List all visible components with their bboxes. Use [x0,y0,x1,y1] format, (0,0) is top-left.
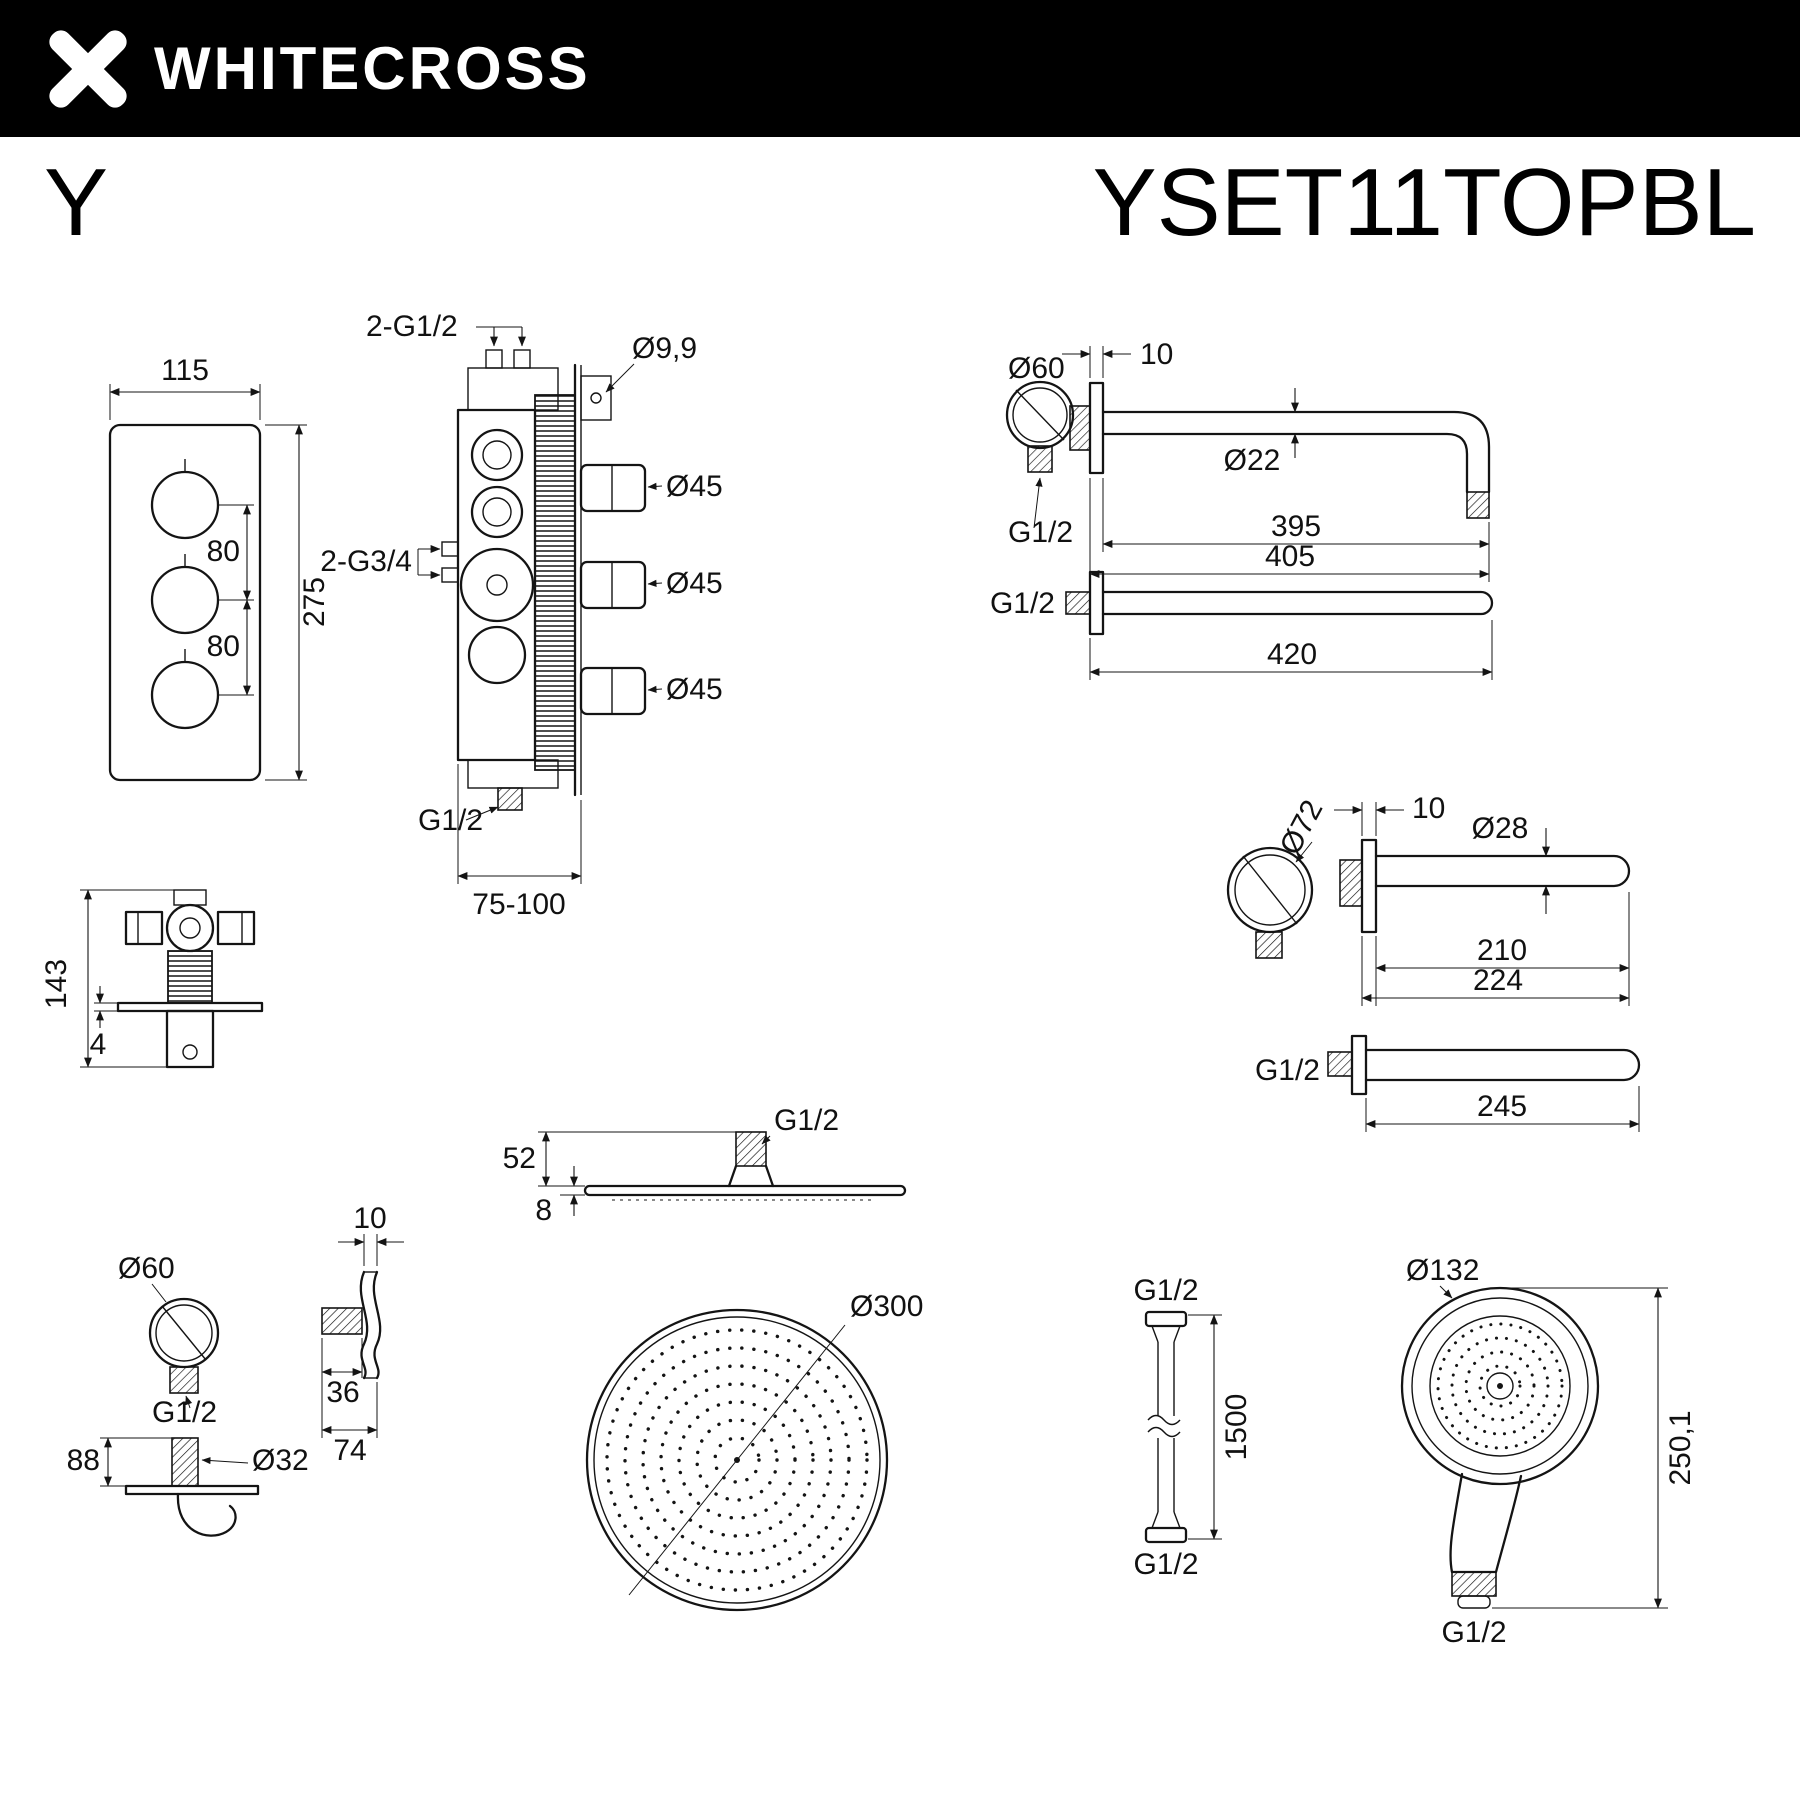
dim-arm-length-inner: 395 [1271,510,1321,543]
mixer-body [108,423,262,782]
drawing-hand-shower: Ø132 250,1 G1/2 [1400,1254,1697,1649]
dim-arm-flange: Ø60 [1008,352,1065,385]
dim-head-plate: 8 [535,1194,552,1227]
spout-245-dimensions: G1/2 245 [1255,1054,1640,1132]
dim-head-diameter: Ø300 [850,1290,923,1323]
title-row: Y YSET11TOPBL [0,150,1800,256]
header-bar: WHITECROSS [0,0,1800,137]
dim-top-ports: 2-G1/2 [366,310,458,343]
head-side-dimensions: G1/2 52 8 [503,1104,839,1227]
dim-wc-height: 88 [67,1444,100,1477]
drawing-head-side: G1/2 52 8 [503,1104,907,1227]
dim-head-thread: G1/2 [774,1104,839,1137]
dim-arm420-thread: G1/2 [990,587,1055,620]
dim-knob-pitch-top: 80 [207,535,240,568]
hand-shower-dimensions: Ø132 250,1 G1/2 [1406,1254,1697,1649]
dim-hs-thread: G1/2 [1441,1616,1506,1649]
dim-mixer-height: 275 [298,577,331,627]
brand-name: WHITECROSS [154,35,591,102]
series-label: Y [44,149,109,256]
dim-wc-stub: 36 [326,1376,359,1409]
dim-side-ports: 2-G3/4 [320,545,412,578]
dim-arm-flange-depth: 10 [1140,338,1173,371]
drawing-wall-connector: Ø60 G1/2 88 Ø32 10 36 [67,1202,404,1537]
arm-420-dimensions: G1/2 420 [990,587,1493,680]
dim-arm-thread: G1/2 [1008,516,1073,549]
dim-valve-plate: 4 [90,1028,107,1061]
dim-depth-range: 75-100 [472,888,565,921]
dim-spout-tube: Ø28 [1472,812,1529,845]
dim-spout245-length: 245 [1477,1090,1527,1123]
dim-knob-pitch-bottom: 80 [207,630,240,663]
dim-bottom-port: G1/2 [418,804,483,837]
wall-connector-dimensions: Ø60 G1/2 88 Ø32 10 36 [67,1202,404,1487]
drawing-spout-224: Ø72 10 Ø28 210 224 [1226,792,1631,1006]
dim-knob-bottom: Ø45 [666,673,723,706]
hose-dimensions: G1/2 G1/2 1500 [1133,1274,1253,1581]
drawing-mixer-front: 115 275 80 80 [108,354,331,782]
dim-hs-head: Ø132 [1406,1254,1479,1287]
dim-mixer-width: 115 [161,354,209,387]
drawing-head-top: Ø300 [585,1290,923,1612]
dim-wc-tube: Ø32 [252,1444,309,1477]
drawing-check-valve: 143 4 [40,889,264,1069]
dim-hose-length: 1500 [1220,1394,1253,1461]
drawing-mixer-side: 2-G1/2 Ø9,9 2-G3/4 Ø45 Ø45 Ø45 G1/2 [320,310,722,921]
dim-wc-thread: G1/2 [152,1396,217,1429]
dim-arm-length-outer: 405 [1265,540,1315,573]
drawing-hose: G1/2 G1/2 1500 [1133,1274,1253,1581]
mixer-cartridge [534,394,576,771]
drawing-spout-245: G1/2 245 [1255,1034,1641,1132]
dim-spout-flange-depth: 10 [1412,792,1445,825]
dim-pin-hole: Ø9,9 [632,332,697,365]
model-number: YSET11TOPBL [1092,149,1756,256]
mixer-front-dimensions: 115 275 80 80 [109,354,331,781]
drawing-shower-arm-420: G1/2 420 [990,570,1494,680]
dim-valve-height: 143 [40,959,73,1009]
dim-wc-plate-depth: 10 [353,1202,386,1235]
mixer-side-dimensions: 2-G1/2 Ø9,9 2-G3/4 Ø45 Ø45 Ø45 G1/2 [320,310,722,921]
whitecross-logo-icon [49,29,127,108]
spout-224-dimensions: Ø72 10 Ø28 210 224 [1274,792,1630,1006]
arm-405-dimensions: Ø60 G1/2 10 Ø22 395 405 [1008,338,1490,582]
dim-knob-top: Ø45 [666,470,723,503]
dim-arm420-length: 420 [1267,638,1317,671]
dim-hs-length: 250,1 [1664,1410,1697,1485]
dim-hose-thread-top: G1/2 [1133,1274,1198,1307]
dim-spout245-thread: G1/2 [1255,1054,1320,1087]
check-valve-dimensions: 143 4 [40,889,174,1068]
dim-wc-flange: Ø60 [118,1252,175,1285]
dim-arm-tube: Ø22 [1224,444,1281,477]
dim-knob-mid: Ø45 [666,567,723,600]
dim-head-height: 52 [503,1142,536,1175]
dim-spout-length-outer: 224 [1473,964,1523,997]
drawing-shower-arm-405: Ø60 G1/2 10 Ø22 395 405 [1005,338,1491,582]
dim-wc-depth: 74 [333,1434,366,1467]
mixer-valve-body [456,408,537,762]
dim-spout-length-inner: 210 [1477,934,1527,967]
technical-drawing: 115 275 80 80 [40,310,1697,1649]
dim-hose-thread-bottom: G1/2 [1133,1548,1198,1581]
